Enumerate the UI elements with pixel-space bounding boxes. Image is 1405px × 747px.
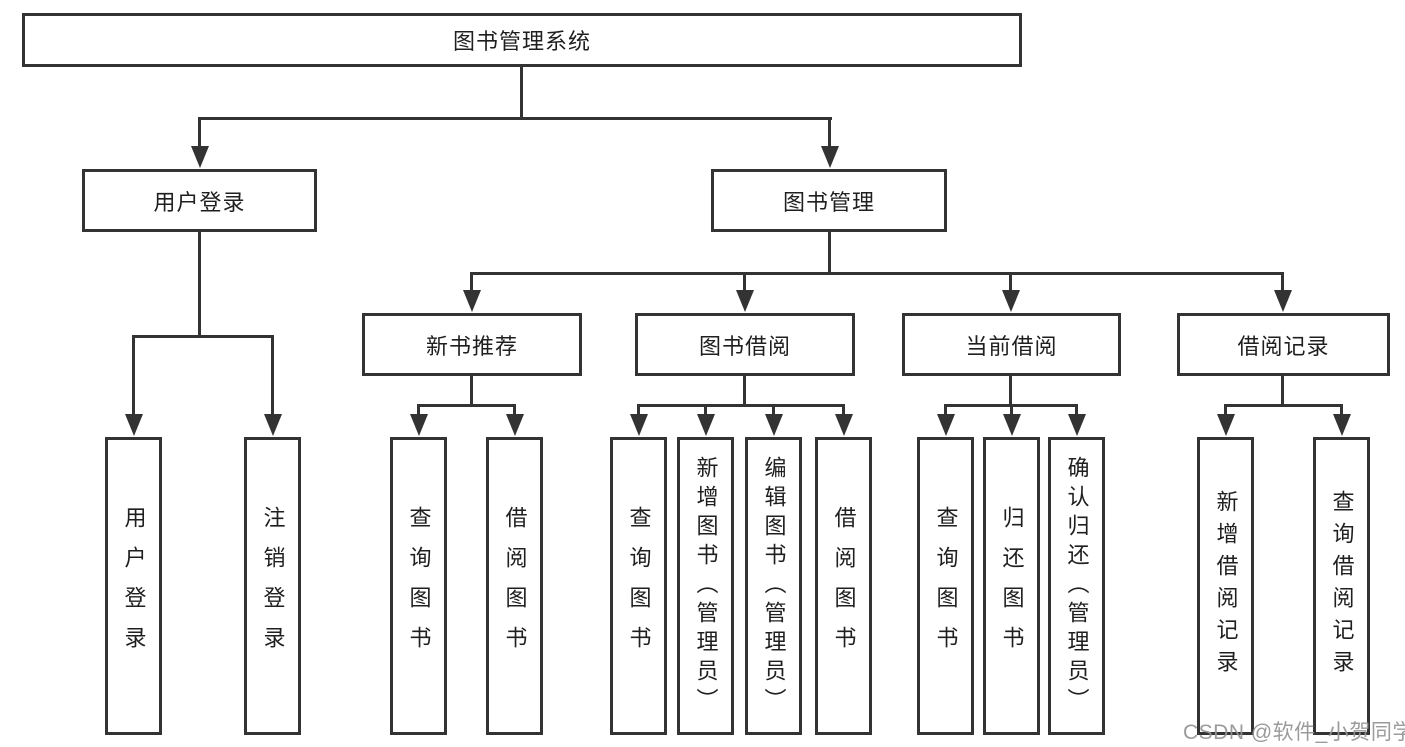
leaf-cb-query-books-label: 查询图书: [933, 506, 959, 666]
connector-book-management-span: [470, 272, 1284, 275]
leaf-bb-add-books-admin: 新增图书（管理员）: [677, 437, 734, 735]
arrow-to-current-borrow: [1002, 272, 1020, 312]
leaf-user-login: 用户登录: [105, 437, 162, 735]
leaf-nb-borrow-books: 借阅图书: [486, 437, 543, 735]
node-user-login: 用户登录: [82, 169, 317, 232]
arrow-to-book-borrow: [736, 272, 754, 312]
arrow-bb-borrow: [835, 404, 853, 436]
arrow-to-leaf-logout: [264, 335, 282, 436]
node-new-book-recommend-label: 新书推荐: [425, 333, 518, 359]
root-node-label: 图书管理系统: [452, 29, 591, 54]
arrow-bb-edit: [765, 404, 783, 436]
arrow-cb-confirm: [1068, 404, 1086, 436]
leaf-nb-query-books-label: 查询图书: [406, 506, 432, 666]
leaf-bb-query-books: 查询图书: [610, 437, 667, 735]
connector-borrow-records-trunk: [1281, 375, 1284, 406]
leaf-nb-query-books: 查询图书: [390, 437, 447, 735]
leaf-br-add-record-label: 新增借阅记录: [1213, 490, 1239, 682]
arrow-to-book-management: [821, 117, 839, 168]
arrow-br-query: [1333, 404, 1351, 436]
arrow-to-user-login: [191, 117, 209, 168]
connector-root-trunk: [520, 65, 523, 119]
leaf-bb-add-books-admin-label: 新增图书（管理员）: [693, 455, 719, 717]
node-borrow-records-label: 借阅记录: [1237, 333, 1330, 359]
leaf-bb-query-books-label: 查询图书: [626, 506, 652, 666]
leaf-bb-borrow-books: 借阅图书: [815, 437, 872, 735]
leaf-cb-confirm-return-admin-label: 确认归还（管理员）: [1064, 455, 1090, 717]
arrow-bb-query: [630, 404, 648, 436]
leaf-bb-edit-books-admin: 编辑图书（管理员）: [745, 437, 802, 735]
node-borrow-records: 借阅记录: [1177, 313, 1390, 376]
arrow-bb-add: [697, 404, 715, 436]
leaf-br-add-record: 新增借阅记录: [1197, 437, 1254, 735]
node-user-login-label: 用户登录: [153, 189, 246, 215]
connector-current-borrow-trunk: [1009, 375, 1012, 406]
leaf-user-login-label: 用户登录: [121, 506, 147, 666]
leaf-cb-return-books-label: 归还图书: [999, 506, 1025, 666]
arrow-to-borrow-records: [1274, 272, 1292, 312]
node-book-borrow: 图书借阅: [635, 313, 855, 376]
csdn-watermark: CSDN @软件_小贺同学: [1183, 721, 1405, 744]
node-book-management-label: 图书管理: [782, 189, 875, 215]
node-new-book-recommend: 新书推荐: [362, 313, 582, 376]
connector-borrow-records-span: [1224, 404, 1343, 407]
leaf-br-query-record: 查询借阅记录: [1313, 437, 1370, 735]
connector-book-management-trunk: [828, 231, 831, 274]
node-current-borrow-label: 当前借阅: [965, 333, 1058, 359]
leaf-nb-borrow-books-label: 借阅图书: [502, 506, 528, 666]
connector-book-borrow-span: [637, 404, 845, 407]
node-book-borrow-label: 图书借阅: [698, 333, 791, 359]
arrow-to-new-book-recommend: [463, 272, 481, 312]
node-book-management: 图书管理: [711, 169, 947, 232]
leaf-bb-borrow-books-label: 借阅图书: [831, 506, 857, 666]
arrow-cb-return: [1003, 404, 1021, 436]
arrow-br-add: [1217, 404, 1235, 436]
node-current-borrow: 当前借阅: [902, 313, 1121, 376]
leaf-cb-query-books: 查询图书: [917, 437, 974, 735]
leaf-logout-label: 注销登录: [260, 506, 286, 666]
leaf-cb-return-books: 归还图书: [983, 437, 1040, 735]
leaf-br-query-record-label: 查询借阅记录: [1329, 490, 1355, 682]
root-node: 图书管理系统: [22, 13, 1022, 67]
arrow-to-leaf-login: [125, 335, 143, 436]
connector-root-span: [198, 117, 832, 120]
arrow-nb-query: [410, 404, 428, 436]
connector-new-book-trunk: [470, 375, 473, 406]
connector-user-login-span: [132, 335, 274, 338]
leaf-cb-confirm-return-admin: 确认归还（管理员）: [1048, 437, 1105, 735]
arrow-cb-query: [937, 404, 955, 436]
connector-user-login-trunk: [198, 231, 201, 337]
arrow-nb-borrow: [506, 404, 524, 436]
connector-book-borrow-trunk: [743, 375, 746, 406]
leaf-logout: 注销登录: [244, 437, 301, 735]
connector-new-book-span: [417, 404, 516, 407]
leaf-bb-edit-books-admin-label: 编辑图书（管理员）: [761, 455, 787, 717]
